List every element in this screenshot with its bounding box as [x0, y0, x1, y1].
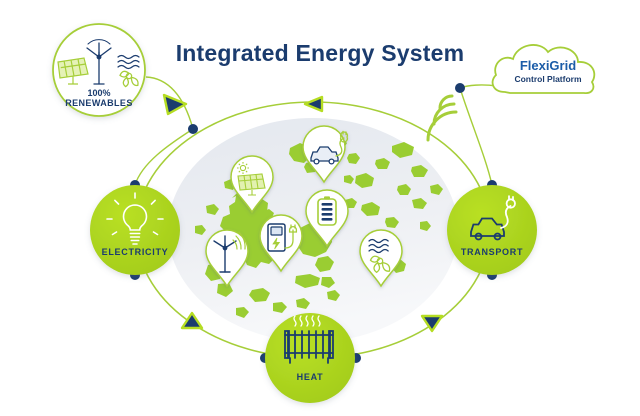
connector-ring-to-electricity — [134, 128, 194, 186]
cloud-subtitle: Control Platform — [514, 74, 581, 84]
wave-energy-pin[interactable] — [359, 229, 403, 288]
node-transport-label: TRANSPORT — [461, 247, 523, 257]
battery-pin[interactable] — [305, 189, 349, 248]
connector-badge-to-ring — [145, 76, 194, 130]
solar-panel-pin[interactable] — [230, 155, 274, 214]
badge-line2: RENEWABLES — [65, 98, 133, 108]
solar-panel-pin-icon — [237, 162, 266, 196]
wave-energy-pin-icon — [368, 238, 391, 274]
lightbulb-icon — [106, 192, 164, 245]
node-electricity[interactable]: ELECTRICITY — [90, 185, 180, 275]
battery-pin-icon — [317, 196, 337, 226]
flow-arrow-bottom-left — [180, 311, 204, 330]
ev-car-pin[interactable] — [302, 125, 349, 184]
wifi-signal-icon — [426, 94, 458, 142]
flow-arrow-top-left — [162, 93, 188, 116]
wind-turbine-icon — [86, 39, 112, 85]
charging-station-pin-icon — [267, 223, 298, 252]
connector-signal-to-transport — [459, 87, 493, 186]
node-heat[interactable]: HEAT — [265, 313, 355, 403]
flow-arrow-top-center — [303, 95, 324, 113]
ev-car-plug-icon — [470, 195, 516, 241]
cloud-title: FlexiGrid — [520, 58, 576, 73]
radiator-icon — [284, 315, 334, 364]
flow-arrow-bottom-right — [420, 314, 444, 333]
ev-car-pin-icon — [310, 130, 349, 165]
charging-station-pin[interactable] — [259, 214, 303, 273]
node-heat-label: HEAT — [297, 372, 324, 382]
node-transport[interactable]: TRANSPORT — [447, 185, 537, 275]
wave-energy-icon — [117, 54, 140, 88]
wind-turbine-pin[interactable] — [205, 229, 249, 288]
badge-line1: 100% — [87, 88, 110, 98]
solar-panel-icon — [57, 57, 89, 85]
wind-turbine-pin-icon — [213, 231, 246, 273]
node-electricity-label: ELECTRICITY — [102, 247, 169, 257]
